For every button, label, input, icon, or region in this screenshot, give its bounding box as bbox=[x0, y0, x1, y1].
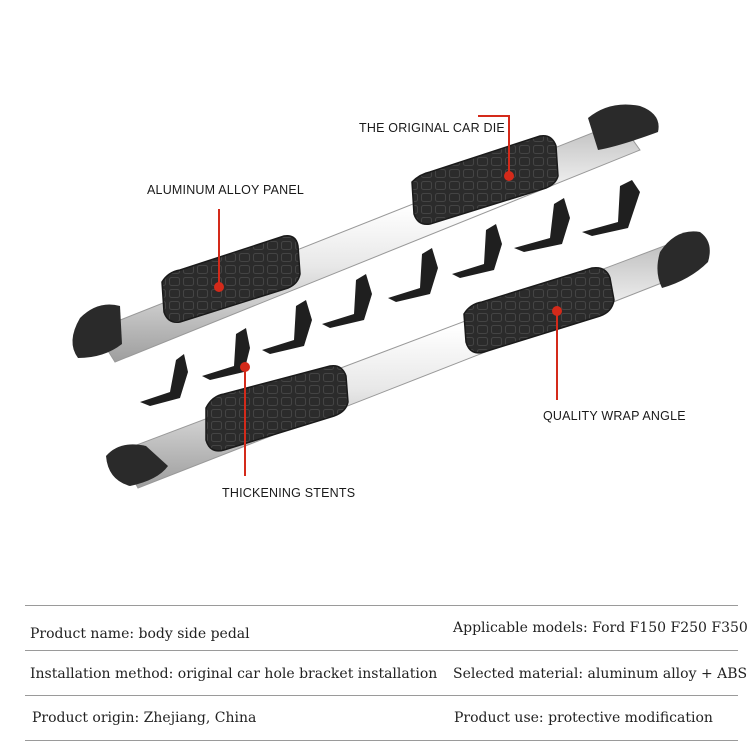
bracket bbox=[452, 224, 502, 278]
callout-pointers bbox=[218, 115, 558, 476]
pointer-dot bbox=[240, 362, 250, 372]
pointer-line-original-car-die bbox=[478, 115, 510, 175]
lower-end-cap-left bbox=[106, 444, 168, 486]
bracket bbox=[202, 328, 250, 380]
spec-selected-material: Selected material: aluminum alloy + ABS bbox=[453, 666, 748, 682]
bracket bbox=[582, 180, 640, 236]
upper-end-cap-right bbox=[588, 104, 659, 150]
spec-row: Installation method: original car hole b… bbox=[25, 651, 747, 696]
upper-step-pad-right bbox=[411, 134, 559, 226]
callout-quality-wrap-angle: QUALITY WRAP ANGLE bbox=[543, 409, 686, 423]
upper-running-board bbox=[72, 104, 659, 363]
upper-end-cap-left bbox=[72, 304, 122, 358]
spec-product-origin: Product origin: Zhejiang, China bbox=[32, 710, 257, 726]
bracket bbox=[388, 248, 438, 302]
callout-original-car-die: THE ORIGINAL CAR DIE bbox=[359, 121, 505, 135]
spec-table: Product name: body side pedal Applicable… bbox=[25, 605, 748, 741]
lower-step-pad-left bbox=[205, 364, 349, 452]
mounting-brackets bbox=[140, 180, 640, 406]
spec-row: Product origin: Zhejiang, China Product … bbox=[25, 696, 738, 741]
bracket bbox=[262, 300, 312, 354]
lower-step-pad-right bbox=[463, 266, 615, 354]
lower-running-board bbox=[106, 231, 710, 489]
spec-row: Product name: body side pedal Applicable… bbox=[25, 605, 748, 651]
product-illustration bbox=[72, 104, 710, 489]
spec-installation-method: Installation method: original car hole b… bbox=[30, 666, 438, 682]
lower-end-cap-right bbox=[657, 231, 710, 288]
bracket bbox=[514, 198, 570, 252]
spec-product-use: Product use: protective modification bbox=[454, 710, 713, 726]
callout-thickening-stents: THICKENING STENTS bbox=[222, 486, 356, 500]
bracket bbox=[140, 354, 188, 406]
bracket bbox=[322, 274, 372, 328]
pointer-dot bbox=[214, 282, 224, 292]
spec-product-name: Product name: body side pedal bbox=[30, 626, 250, 642]
callout-aluminum-alloy-panel: ALUMINUM ALLOY PANEL bbox=[147, 183, 305, 197]
spec-applicable-models: Applicable models: Ford F150 F250 F350 bbox=[453, 620, 748, 636]
pointer-dot bbox=[504, 171, 514, 181]
upper-step-pad-left bbox=[161, 234, 301, 324]
pointer-dot bbox=[552, 306, 562, 316]
